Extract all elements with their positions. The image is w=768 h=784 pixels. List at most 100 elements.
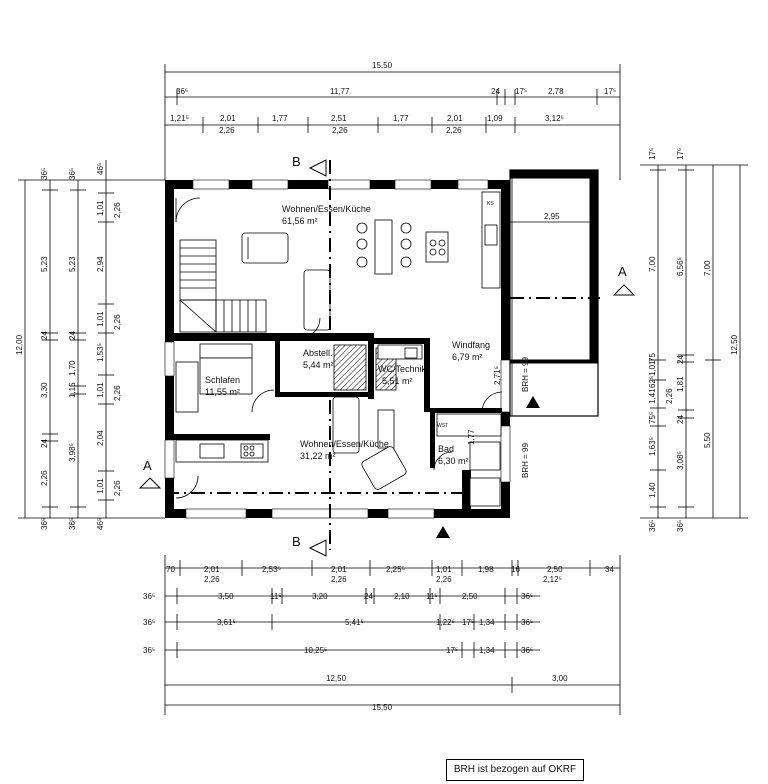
dim: 36⁵ [40,518,49,530]
dim: 17⁵ [648,148,657,160]
dim-overall: 12,50 [730,334,739,355]
exterior-walls [164,179,511,519]
dims-top: 15,50 36⁵ 11,77 24 17⁵ 2,78 17⁵ 1,21⁵ 2,… [170,61,616,135]
ks-label: KS [487,201,494,207]
dim: 2,01 [204,565,220,574]
dimension-lines-left [18,160,165,519]
dim: 11⁵ [426,592,438,601]
section-letter-b-top: B [292,154,301,169]
dim: 24 [40,439,49,448]
dim: 1,41 [648,388,657,404]
dim: 16 [511,565,520,574]
dim: 75⁵ [648,412,657,424]
door-swings [175,197,503,499]
room-name: Windfang [452,340,490,350]
dim: 11⁵ [270,592,282,601]
dim: 36⁵ [648,520,657,532]
dim: 2,26 [436,575,452,584]
dim: 2,94 [96,256,105,272]
dim: 5,23 [68,256,77,272]
dim: 2,50 [547,565,563,574]
dim: 1,01 [96,478,105,494]
dim: 2,26 [331,575,347,584]
room-area: 5,44 m² [303,360,334,370]
dim: 1,53⁵ [96,343,105,362]
dim-overall: 12,00 [15,334,24,355]
dim: 2,01 [331,565,347,574]
section-letter-b-bottom: B [292,534,301,549]
shaft-hatch [333,344,367,391]
wst-label: WST [437,423,448,429]
dim: 24 [676,355,685,364]
dim: 2,25⁵ [386,565,405,574]
footnote-text: BRH ist bezogen auf OKRF [453,764,577,775]
dim: 1,98 [478,565,494,574]
dim: 3,08⁵ [676,451,685,470]
dim: 12,50 [326,674,347,683]
dim: 17⁵ [446,646,458,655]
dim: 3,98⁵ [68,443,77,462]
dim: 1,01 [648,360,657,376]
dim: 24 [364,592,373,601]
dim: 2,10 [394,592,410,601]
section-markers [138,159,636,557]
room-area: 6,79 m² [452,352,483,362]
room-name: Abstell. [303,348,333,358]
dims-right: 12,50 7,00 5,50 17⁵ 6,56⁵ 24 1,81 24 3,0… [648,148,739,532]
dim: 1,21⁵ [170,114,189,123]
dim: 2,53⁵ [262,565,281,574]
dim: 36⁵ [521,618,533,627]
dim: 2,26 [665,388,674,404]
dim: 2,01 [220,114,236,123]
room-area: 61,56 m² [282,216,318,226]
dim: 2,26 [446,126,462,135]
dim: 3,20 [312,592,328,601]
dim: 24 [40,331,49,340]
dim: 1,15 [68,382,77,398]
dim: 2,51 [331,114,347,123]
dim: 36⁵ [143,646,155,655]
section-letter-a-right: A [618,264,627,279]
dim: 6,56⁵ [676,257,685,276]
dim: 1,70 [68,360,77,376]
dim: 1,63⁵ [648,437,657,456]
dim: 2,26 [113,202,122,218]
dim: 1,81 [676,376,685,392]
dim: 2,26 [113,480,122,496]
dim: 75 [648,353,657,362]
footnote-box: BRH ist bezogen auf OKRF [446,759,584,781]
dim: 1,34 [479,646,495,655]
dim: 2,26 [113,314,122,330]
room-area: 6,30 m² [438,456,469,466]
dim: 1,77 [272,114,288,123]
dim: 2,78 [548,87,564,96]
dim-overall: 15,50 [372,61,393,70]
dim: 1,34 [479,618,495,627]
room-area: 5,51 m² [382,376,413,386]
dim: 17⁵ [604,87,616,96]
dim: 34 [605,565,614,574]
entrance-arrows [436,396,540,538]
dim: 1,01 [96,382,105,398]
dim: 7,00 [648,256,657,272]
dim: 5,23 [40,256,49,272]
brh-label: BRH = 99 [521,357,530,392]
dim: 3,00 [552,674,568,683]
dim: 36⁵ [68,518,77,530]
dim: 46⁵ [96,518,105,530]
dim: 2,26 [113,385,122,401]
dim: 5,41⁵ [345,618,364,627]
dim: 36⁵ [176,87,188,96]
dim: 36⁵ [676,520,685,532]
brh-label: BRH = 99 [521,443,530,478]
furniture [175,191,502,507]
interior-walls [174,333,502,468]
dim: 36⁵ [521,646,533,655]
dim: 3,61⁵ [217,618,236,627]
dim: 3,30 [40,382,49,398]
room-name: Wohnen/Essen/Küche [282,204,371,214]
dims-bottom: 70 2,01 2,53⁵ 2,01 2,25⁵ 1,01 1,98 16 2,… [143,565,614,712]
dim: 11,77 [330,87,350,96]
dim: 36⁵ [143,618,155,627]
